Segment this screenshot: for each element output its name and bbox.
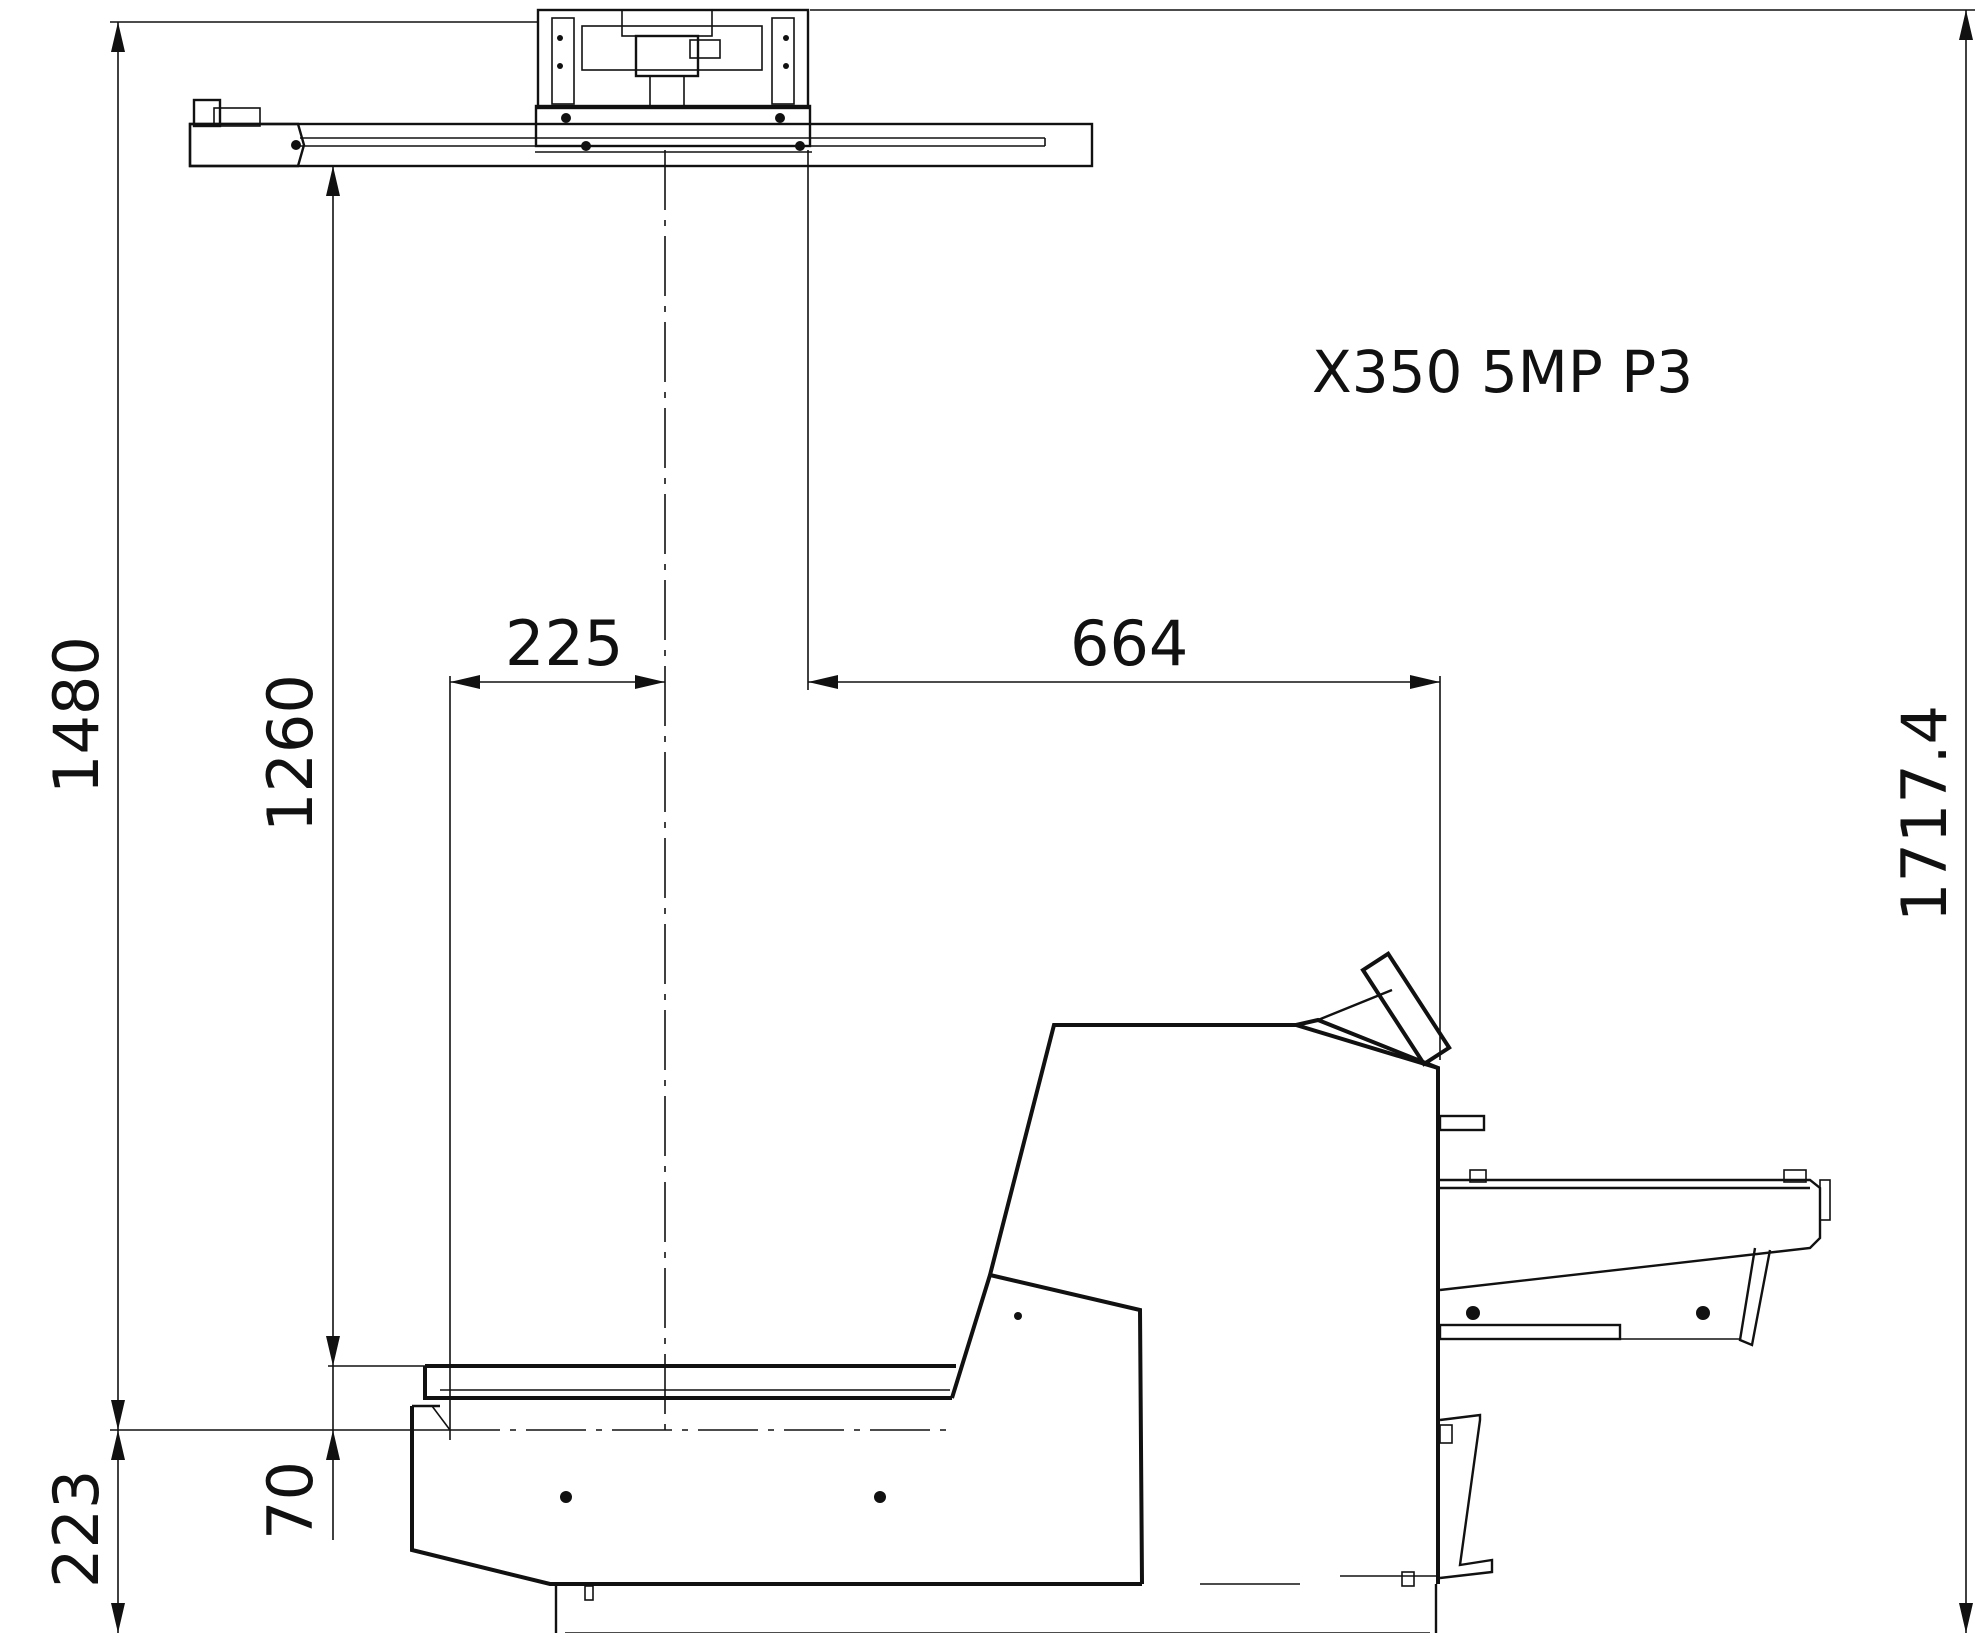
control-panel (1360, 950, 1452, 1067)
dimension-right-offset (808, 675, 1440, 689)
dimension-overall-height (1959, 10, 1973, 1633)
ceiling-mount-assembly (188, 8, 1094, 168)
dimension-label-arm-height: 1260 (254, 674, 327, 832)
model-label: X350 5MP P3 (1312, 338, 1693, 406)
machine-body (410, 950, 1831, 1633)
dimension-platform-thickness (326, 1366, 340, 1540)
dimension-label-base-height: 223 (40, 1470, 113, 1588)
dimension-label-total-height: 1480 (40, 636, 113, 794)
dimension-arm-height (326, 166, 340, 1366)
dimension-label-overall-height: 1717.4 (1888, 705, 1961, 922)
dimension-total-height (111, 22, 125, 1430)
dimension-label-right-offset: 664 (1070, 607, 1188, 680)
dimension-label-left-offset: 225 (505, 607, 623, 680)
dimension-base-height (111, 1430, 125, 1633)
reference-lines (110, 9, 1975, 1440)
dimension-left-offset (450, 675, 665, 689)
dimension-label-platform-thickness: 70 (254, 1461, 327, 1540)
